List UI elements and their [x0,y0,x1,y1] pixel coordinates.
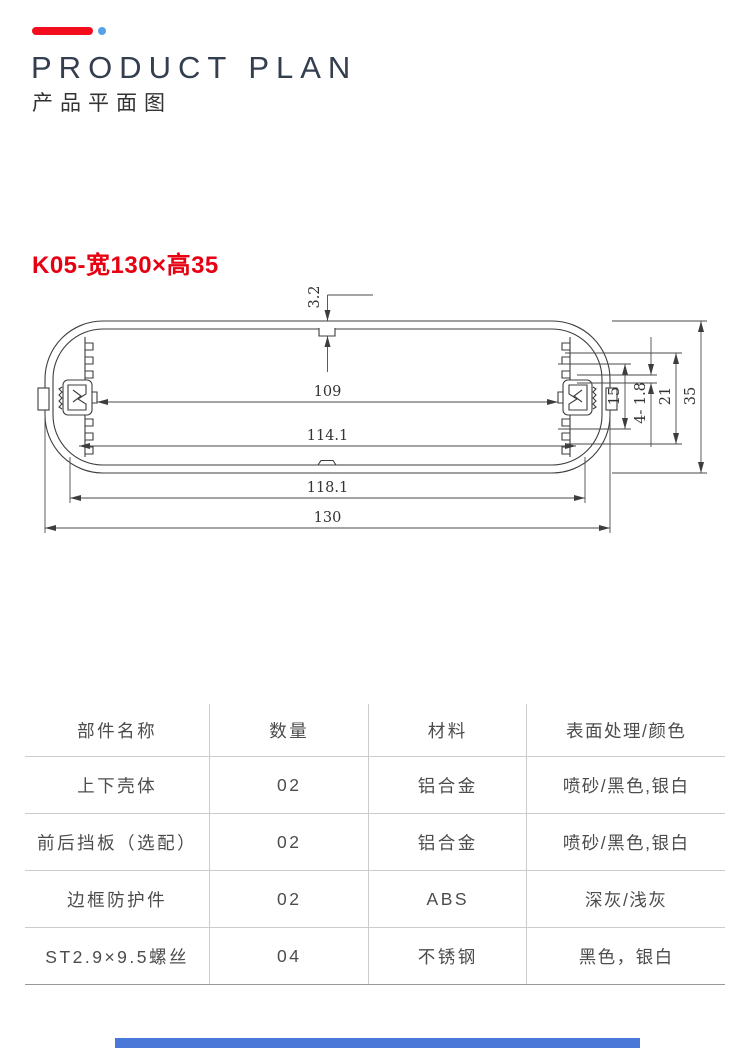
footer-divider-bar [115,1038,640,1048]
cell-part-name: ST2.9×9.5螺丝 [25,927,211,985]
table-row: 边框防护件 02 ABS 深灰/浅灰 [25,870,725,928]
cell-part-name: 前后挡板（选配） [25,813,211,871]
table-row: ST2.9×9.5螺丝 04 不锈钢 黑色，银白 [25,927,725,985]
technical-drawing: 3.2 109 114.1 118.1 130 15 4- 1.8 21 35 [35,275,725,545]
cell-finish-color: 喷砂/黑色,银白 [526,813,725,871]
col-header-material: 材料 [368,704,528,757]
dim-label-inner-width: 109 [314,384,342,400]
dim-label-cavity-width: 114.1 [307,428,349,444]
header-accent-bar [32,27,93,35]
cell-quantity: 04 [209,927,370,985]
table-header-row: 部件名称 数量 材料 表面处理/颜色 [25,704,725,757]
cell-finish-color: 黑色，银白 [526,927,725,985]
parts-table: 部件名称 数量 材料 表面处理/颜色 上下壳体 02 铝合金 喷砂/黑色,银白 … [25,704,725,985]
cell-material: 铝合金 [368,756,528,814]
cell-part-name: 上下壳体 [25,756,211,814]
dim-label-boss-span: 15 [607,387,623,405]
cell-material: 不锈钢 [368,927,528,985]
cell-finish-color: 喷砂/黑色,银白 [526,756,725,814]
dim-label-inner-height: 21 [658,387,674,405]
drawing-title: K05-宽130×高35 [32,252,219,279]
cell-finish-color: 深灰/浅灰 [526,870,725,928]
page-title-en: PRODUCT PLAN [31,50,358,85]
dim-label-slot: 4- 1.8 [633,382,649,424]
cell-quantity: 02 [209,870,370,928]
header-accent-dot [98,27,106,35]
cell-quantity: 02 [209,813,370,871]
profile-cross-section: 3.2 109 114.1 118.1 130 15 4- 1.8 21 35 [37,285,707,533]
cell-material: ABS [368,870,528,928]
dim-label-shell-width: 118.1 [307,480,349,496]
col-header-finish-color: 表面处理/颜色 [526,704,725,757]
cell-material: 铝合金 [368,813,528,871]
cell-part-name: 边框防护件 [25,870,211,928]
dim-label-overall-width: 130 [314,510,342,526]
page-title-zh: 产品平面图 [32,92,172,115]
cell-quantity: 02 [209,756,370,814]
dim-label-top-thickness: 3.2 [307,285,323,308]
table-row: 上下壳体 02 铝合金 喷砂/黑色,银白 [25,756,725,814]
dim-label-overall-height: 35 [683,387,699,405]
col-header-quantity: 数量 [209,704,370,757]
col-header-part-name: 部件名称 [25,704,211,757]
table-row: 前后挡板（选配） 02 铝合金 喷砂/黑色,银白 [25,813,725,871]
